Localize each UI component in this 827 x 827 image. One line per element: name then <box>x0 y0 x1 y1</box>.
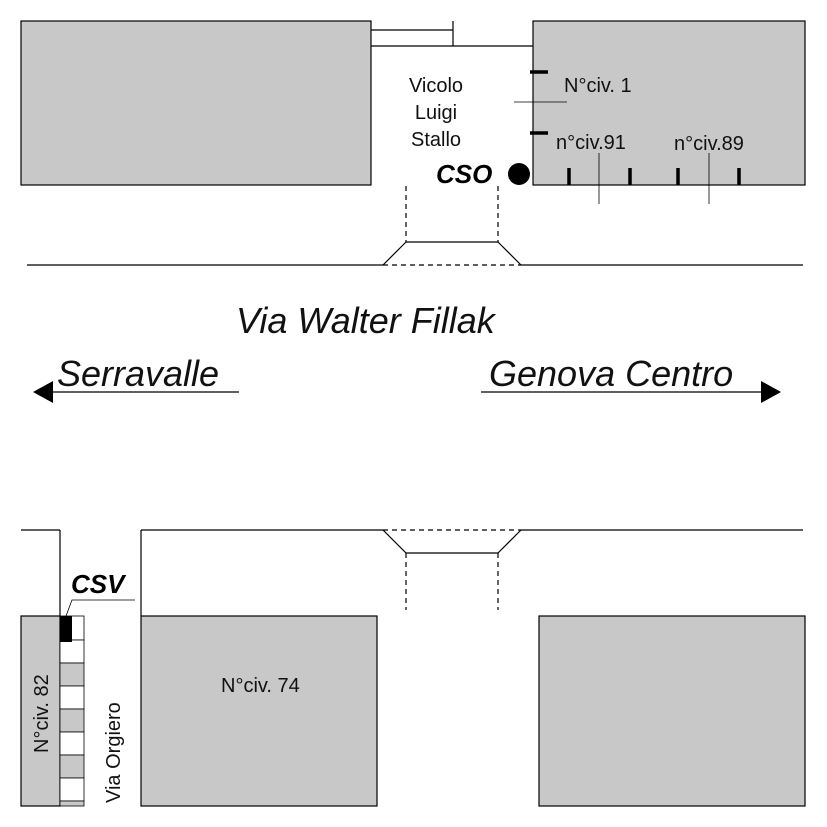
civic-74-label: N°civ. 74 <box>221 675 300 697</box>
crosswalk-top <box>382 186 522 266</box>
building-top-right <box>532 20 806 186</box>
building-civ-74 <box>140 615 378 807</box>
vicolo-gate <box>371 21 533 47</box>
civic-ticks-top <box>530 70 741 185</box>
arrow-right-icon <box>761 381 781 403</box>
vicolo-label-3: Stallo <box>411 129 461 151</box>
via-orgiero-label: Via Orgiero <box>103 702 125 803</box>
civic-89-label: n°civ.89 <box>674 133 744 155</box>
leader-lines-top <box>514 101 710 204</box>
building-top-left <box>20 20 372 186</box>
civic-91-label: n°civ.91 <box>556 132 626 154</box>
vicolo-label-2: Luigi <box>415 102 457 124</box>
csv-label: CSV <box>71 569 127 599</box>
direction-serravalle-label: Serravalle <box>57 353 219 394</box>
cso-marker <box>508 163 530 185</box>
csv-leader-line <box>65 599 135 617</box>
csv-marker <box>60 616 72 642</box>
building-bottom-right <box>538 615 806 807</box>
cso-label: CSO <box>436 159 492 189</box>
vicolo-label-1: Vicolo <box>409 75 463 97</box>
direction-genova-label: Genova Centro <box>489 353 733 394</box>
sidewalk-stripes <box>59 615 85 807</box>
crosswalk-bottom <box>382 529 522 610</box>
civic-1-label: N°civ. 1 <box>564 75 632 97</box>
main-street-label: Via Walter Fillak <box>236 300 497 341</box>
arrow-left-icon <box>33 381 53 403</box>
building-civ-82 <box>20 615 61 807</box>
civic-82-label: N°civ. 82 <box>31 674 53 753</box>
